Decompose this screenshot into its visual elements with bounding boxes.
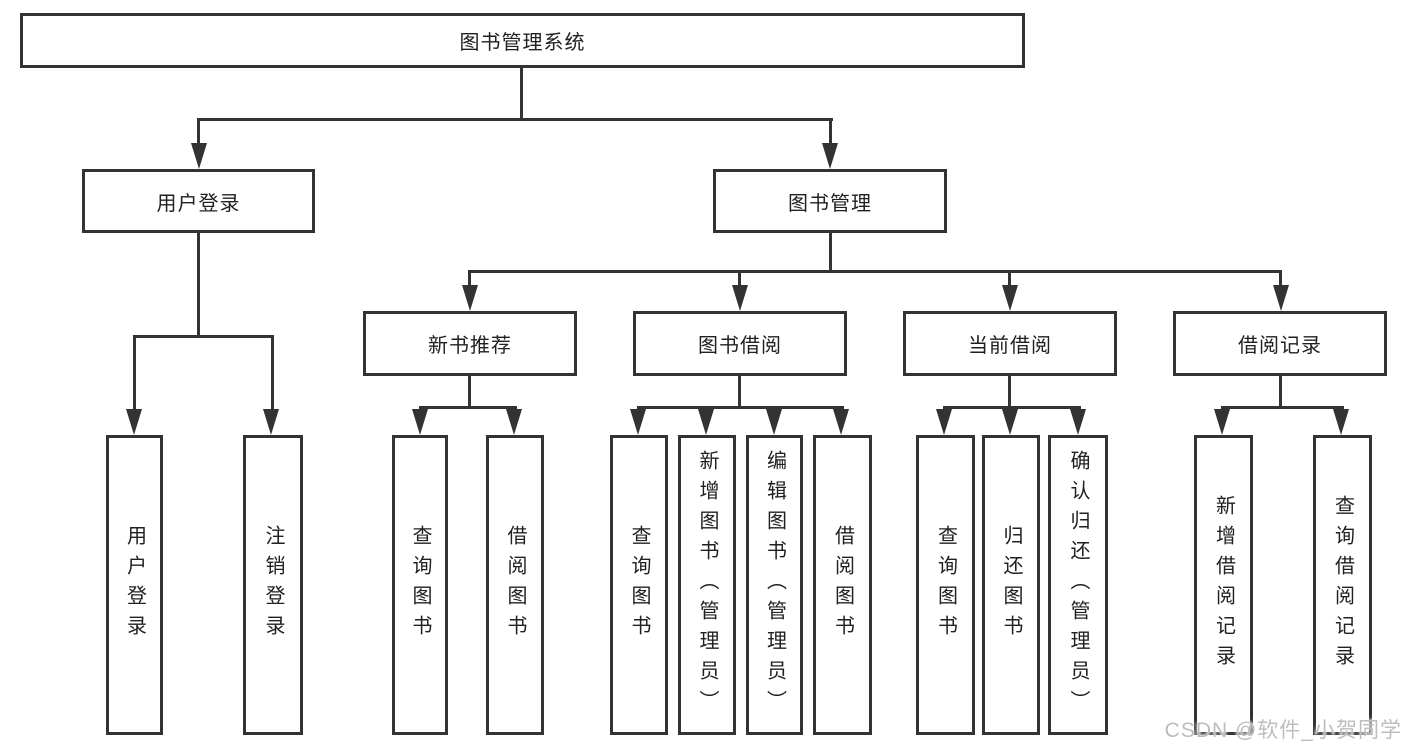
- node-book-management-label: 图书管理: [788, 192, 872, 215]
- leaf-query-borrow-record: 查询借阅记录: [1313, 435, 1372, 735]
- connector-line: [197, 233, 200, 338]
- arrow-down-icon: [630, 409, 646, 435]
- node-current-borrowing-label: 当前借阅: [968, 335, 1052, 357]
- connector-line: [468, 270, 1282, 273]
- arrow-down-icon: [833, 409, 849, 435]
- arrow-down-icon: [1002, 409, 1018, 435]
- node-book-borrowing-label: 图书借阅: [698, 335, 782, 357]
- node-book-management: 图书管理: [713, 169, 947, 233]
- leaf-confirm-return-admin-label: 确认归还（管理员）: [1067, 450, 1089, 720]
- node-current-borrowing: 当前借阅: [903, 311, 1117, 376]
- leaf-borrow-books-2-label: 借阅图书: [831, 525, 854, 645]
- node-user-login-label: 用户登录: [156, 192, 241, 215]
- connector-line: [829, 233, 832, 273]
- node-root-label: 图书管理系统: [459, 32, 586, 54]
- leaf-query-books-3: 查询图书: [916, 435, 975, 735]
- node-new-book-recommend-label: 新书推荐: [428, 335, 512, 357]
- leaf-return-book: 归还图书: [982, 435, 1040, 735]
- leaf-borrow-books-1: 借阅图书: [486, 435, 544, 735]
- leaf-query-books-1: 查询图书: [392, 435, 448, 735]
- leaf-add-book-admin: 新增图书（管理员）: [678, 435, 736, 735]
- arrow-down-icon: [126, 409, 142, 435]
- connector-line: [1008, 375, 1011, 409]
- connector-line: [133, 335, 136, 413]
- connector-line: [829, 118, 832, 148]
- leaf-user-login-label: 用户登录: [123, 525, 146, 645]
- node-borrow-records: 借阅记录: [1173, 311, 1387, 376]
- leaf-confirm-return-admin: 确认归还（管理员）: [1048, 435, 1108, 735]
- connector-line: [738, 270, 741, 288]
- leaf-query-books-2: 查询图书: [610, 435, 668, 735]
- connector-line: [133, 335, 274, 338]
- arrow-down-icon: [1214, 409, 1230, 435]
- arrow-down-icon: [506, 409, 522, 435]
- leaf-query-books-2-label: 查询图书: [628, 525, 650, 645]
- connector-line: [1008, 270, 1011, 288]
- arrow-down-icon: [822, 143, 838, 169]
- connector-line: [943, 406, 1081, 409]
- arrow-down-icon: [1333, 409, 1349, 435]
- node-borrow-records-label: 借阅记录: [1238, 335, 1322, 357]
- arrow-down-icon: [1273, 285, 1289, 311]
- watermark: CSDN @软件_小贺同学: [1164, 719, 1402, 742]
- arrow-down-icon: [1070, 409, 1086, 435]
- connector-line: [271, 335, 274, 413]
- connector-line: [1221, 406, 1344, 409]
- connector-line: [738, 375, 741, 409]
- arrow-down-icon: [1002, 285, 1018, 311]
- node-book-borrowing: 图书借阅: [633, 311, 847, 376]
- leaf-add-book-admin-label: 新增图书（管理员）: [696, 450, 718, 720]
- connector-line: [468, 375, 471, 409]
- arrow-down-icon: [936, 409, 952, 435]
- connector-line: [1279, 375, 1282, 409]
- leaf-edit-book-admin-label: 编辑图书（管理员）: [763, 450, 786, 720]
- connector-line: [419, 406, 517, 409]
- leaf-edit-book-admin: 编辑图书（管理员）: [746, 435, 803, 735]
- arrow-down-icon: [412, 409, 428, 435]
- node-root: 图书管理系统: [20, 13, 1025, 68]
- leaf-borrow-books-1-label: 借阅图书: [504, 525, 526, 645]
- node-new-book-recommend: 新书推荐: [363, 311, 577, 376]
- leaf-add-borrow-record-label: 新增借阅记录: [1212, 495, 1235, 675]
- leaf-logout-label: 注销登录: [262, 525, 284, 645]
- connector-line: [197, 118, 833, 121]
- arrow-down-icon: [191, 143, 207, 169]
- connector-line: [520, 68, 523, 120]
- leaf-query-borrow-record-label: 查询借阅记录: [1331, 495, 1354, 675]
- node-user-login: 用户登录: [82, 169, 315, 233]
- leaf-logout: 注销登录: [243, 435, 303, 735]
- connector-line: [197, 118, 200, 148]
- connector-line: [1279, 270, 1282, 288]
- arrow-down-icon: [462, 285, 478, 311]
- leaf-query-books-1-label: 查询图书: [409, 525, 431, 645]
- arrow-down-icon: [698, 409, 714, 435]
- arrow-down-icon: [766, 409, 782, 435]
- leaf-add-borrow-record: 新增借阅记录: [1194, 435, 1253, 735]
- arrow-down-icon: [732, 285, 748, 311]
- leaf-user-login: 用户登录: [106, 435, 163, 735]
- leaf-return-book-label: 归还图书: [1000, 525, 1022, 645]
- connector-line: [468, 270, 471, 288]
- leaf-borrow-books-2: 借阅图书: [813, 435, 872, 735]
- leaf-query-books-3-label: 查询图书: [934, 525, 957, 645]
- arrow-down-icon: [263, 409, 279, 435]
- connector-line: [637, 406, 844, 409]
